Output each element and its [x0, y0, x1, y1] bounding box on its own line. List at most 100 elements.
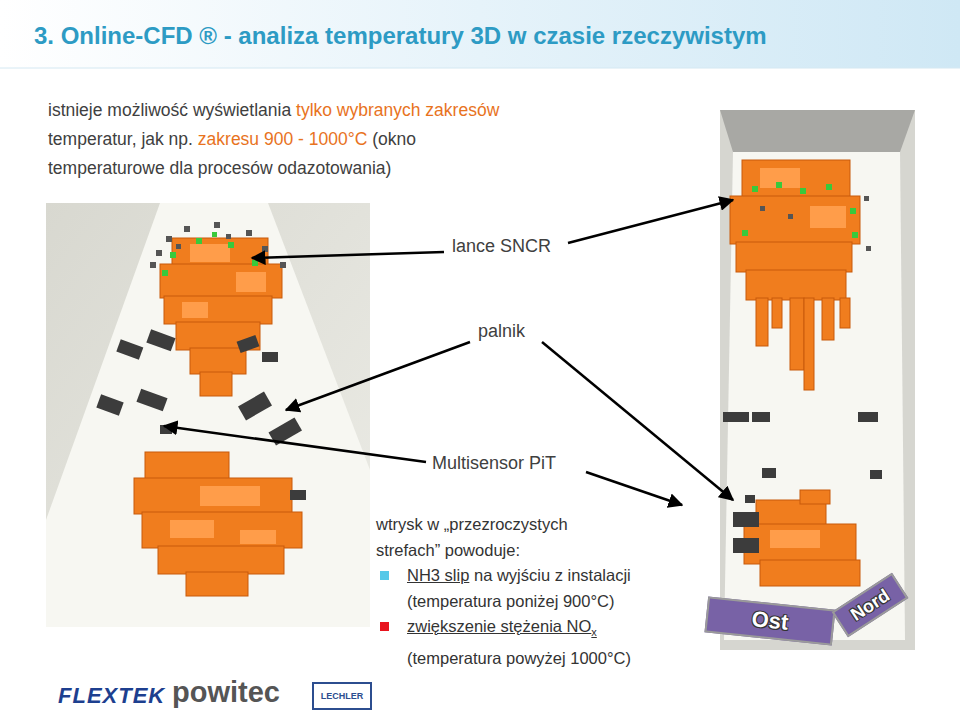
boiler-roof — [720, 110, 915, 152]
sensor-dot — [826, 184, 832, 190]
temperature-zone — [760, 560, 860, 586]
callout-label: lance SNCR — [452, 236, 551, 257]
temperature-highlight — [200, 486, 260, 506]
temperature-highlight — [236, 272, 266, 292]
lance-dot — [150, 262, 156, 268]
lance-dot — [866, 246, 871, 251]
callout-label: Multisensor PiT — [432, 453, 556, 474]
lance-dot — [184, 226, 190, 232]
view-ground — [720, 110, 915, 650]
temperature-zone — [142, 512, 302, 548]
lance-dot — [176, 244, 181, 249]
lance-dot — [166, 236, 172, 242]
lance-dot — [150, 222, 286, 268]
lance-body — [96, 394, 123, 415]
band-label: Ost — [750, 606, 789, 636]
lance-body — [290, 490, 306, 500]
lance-body — [870, 470, 882, 479]
temperature-highlight — [770, 530, 820, 548]
sensor-dot — [228, 242, 234, 248]
temperature-zone — [730, 160, 860, 586]
subscript: x — [591, 626, 597, 638]
body-text: temperatur, jak np. — [48, 129, 193, 149]
leader-arrow — [164, 426, 426, 462]
note-heading: wtrysk w „przezroczystych strefach” powo… — [376, 515, 568, 559]
title-banner — [0, 0, 960, 68]
callout-text: Multisensor PiT — [432, 453, 556, 473]
bullet-square — [380, 571, 389, 580]
sensor-dot — [742, 230, 748, 236]
temperature-zone — [756, 298, 768, 346]
logo: powitec — [172, 676, 280, 709]
temperature-zone — [164, 296, 272, 324]
view-ground — [46, 203, 370, 627]
boiler-wall — [46, 203, 370, 627]
callout-text: lance SNCR — [452, 236, 551, 256]
sensor-dot — [852, 232, 858, 238]
lance-body — [858, 412, 878, 422]
temperature-zone — [822, 298, 834, 340]
temperature-zone — [186, 572, 248, 596]
lance-dot — [214, 222, 220, 228]
temperature-highlight — [240, 530, 276, 544]
logo-text: LECHLER — [321, 691, 364, 701]
lance-dot — [156, 250, 162, 256]
note-text: (temperatura poniżej 900°C) — [407, 592, 614, 610]
sensor-dot — [212, 232, 217, 237]
boiler-wall — [724, 152, 905, 640]
temperature-zone — [134, 478, 292, 514]
temperature-highlight — [182, 302, 208, 318]
lance-body — [745, 495, 755, 503]
title-text: 3. Online-CFD ® - analiza temperatury 3D… — [34, 22, 767, 49]
temperature-zone — [190, 348, 246, 374]
highlight-text: zakresu 900 - 1000°C — [198, 129, 367, 149]
temperature-zone — [804, 298, 814, 390]
highlight-text: tylko wybranych zakresów — [296, 100, 499, 120]
leader-arrow — [286, 342, 470, 410]
lance-dot — [262, 246, 268, 252]
temperature-zone — [790, 298, 804, 370]
temperature-zone — [200, 372, 232, 396]
logo: FLEXTEK — [58, 683, 165, 709]
sensor-dot — [752, 186, 758, 192]
lance-body — [262, 352, 278, 362]
temperature-zone — [772, 298, 782, 328]
lance-dot — [864, 196, 869, 201]
temperature-zone — [736, 242, 852, 272]
lance-dot — [760, 206, 765, 211]
body-text: istnieje możliwość wyświetlania — [48, 100, 291, 120]
lance-dot — [788, 214, 793, 219]
note-term: NH3 slip — [407, 566, 469, 584]
lance-body — [146, 329, 175, 351]
intro-text: istnieje możliwość wyświetlania tylko wy… — [48, 96, 528, 183]
callout-label: palnik — [478, 321, 525, 342]
temperature-highlight — [810, 206, 846, 228]
banner-edge — [0, 68, 960, 69]
sensor-dot — [196, 238, 202, 244]
sensor-dot — [850, 208, 856, 214]
note-text: na wyjściu z instalacji — [474, 566, 631, 584]
temperature-zone — [742, 160, 850, 200]
lance-dot — [246, 230, 252, 236]
leader-arrow — [542, 342, 733, 500]
slide-title: 3. Online-CFD ® - analiza temperatury 3D… — [34, 22, 767, 50]
temperature-zone — [158, 546, 284, 574]
temperature-zone — [746, 270, 846, 300]
sensor-dot — [170, 252, 176, 258]
lance-body — [136, 389, 167, 412]
temperature-zone — [134, 238, 302, 596]
temperature-highlight — [760, 168, 846, 548]
leader-arrow — [252, 252, 444, 258]
logo: LECHLER — [312, 682, 372, 710]
temperature-highlight — [760, 168, 800, 188]
sensor-dot — [162, 232, 258, 276]
lance-body — [723, 412, 882, 553]
logo-text: FLEXTEK — [58, 683, 165, 708]
lance-dot — [280, 262, 286, 268]
logo-text: powitec — [172, 676, 280, 708]
lance-body — [733, 538, 759, 553]
leader-arrow — [164, 200, 733, 505]
lance-body — [237, 335, 260, 353]
lance-body — [762, 468, 776, 478]
temperature-zone — [145, 452, 229, 480]
